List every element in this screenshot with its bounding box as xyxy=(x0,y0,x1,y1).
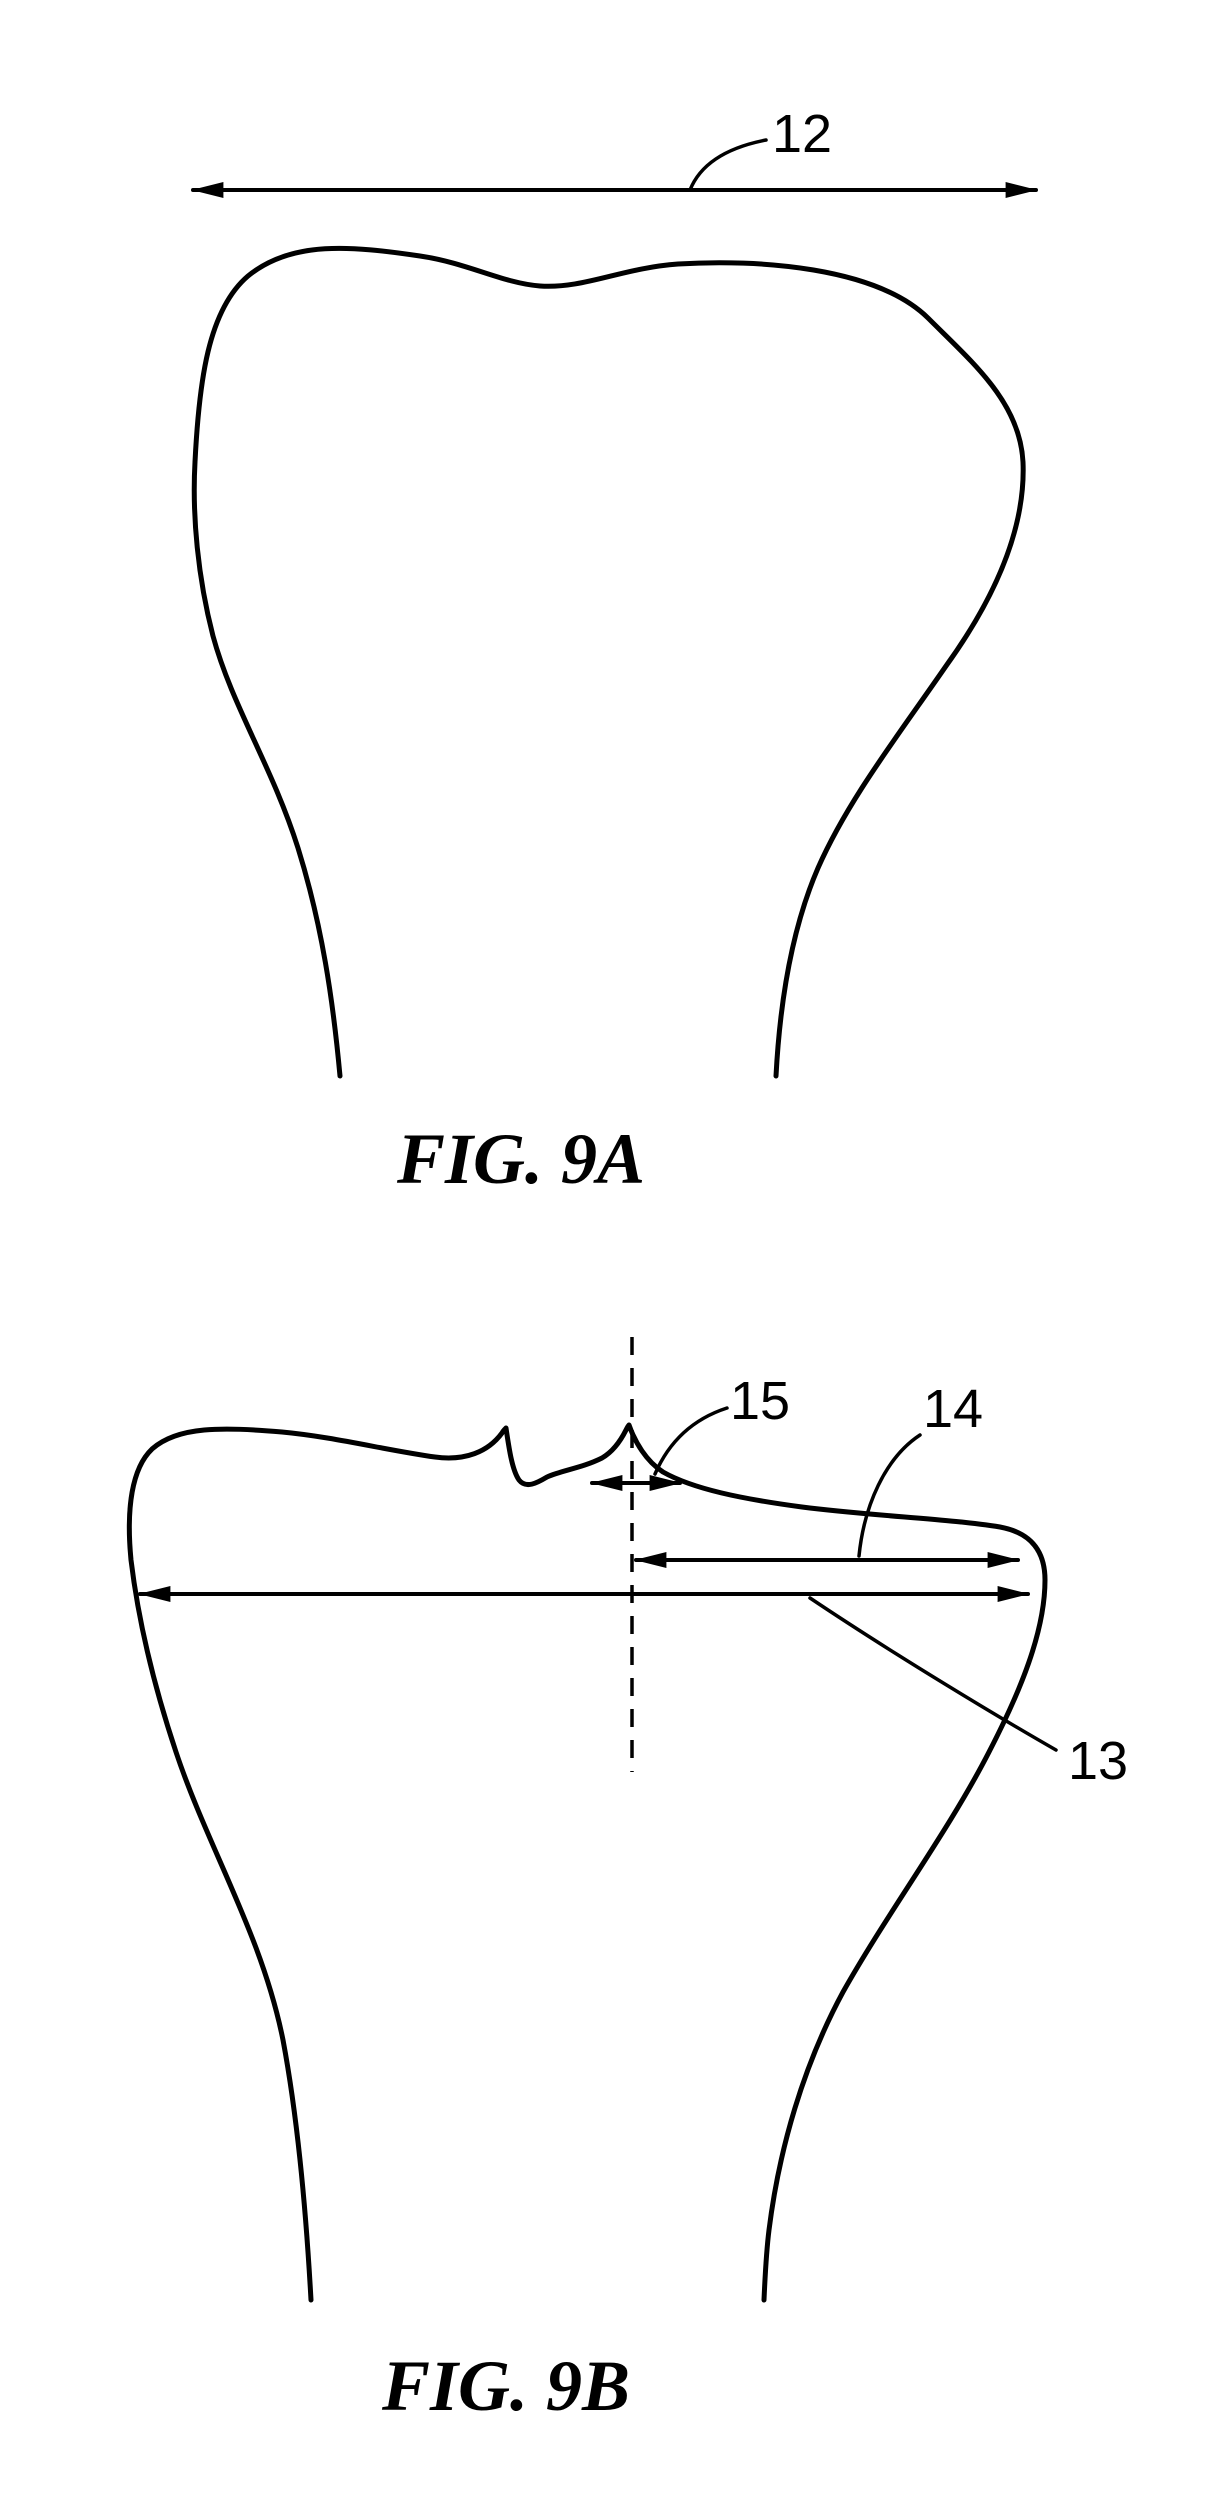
label-15-leader xyxy=(653,1406,729,1476)
label-13-leader xyxy=(808,1596,1058,1752)
fig9b-bone-outline xyxy=(126,1422,1048,2303)
label-12-leader xyxy=(688,138,768,192)
label-13: 13 xyxy=(1068,1731,1128,1791)
label-12: 12 xyxy=(772,104,832,164)
label-14-leader xyxy=(857,1433,922,1558)
label-14: 14 xyxy=(923,1379,983,1439)
figure-9a: 12 FIG. 9A xyxy=(191,104,1038,1199)
fig9a-caption: FIG. 9A xyxy=(396,1119,645,1199)
fig9a-bone-outline xyxy=(191,245,1026,1079)
fig9b-caption: FIG. 9B xyxy=(381,2346,630,2426)
label-15: 15 xyxy=(730,1371,790,1431)
figure-9b: 15 14 13 FIG. 9B xyxy=(126,1337,1128,2426)
